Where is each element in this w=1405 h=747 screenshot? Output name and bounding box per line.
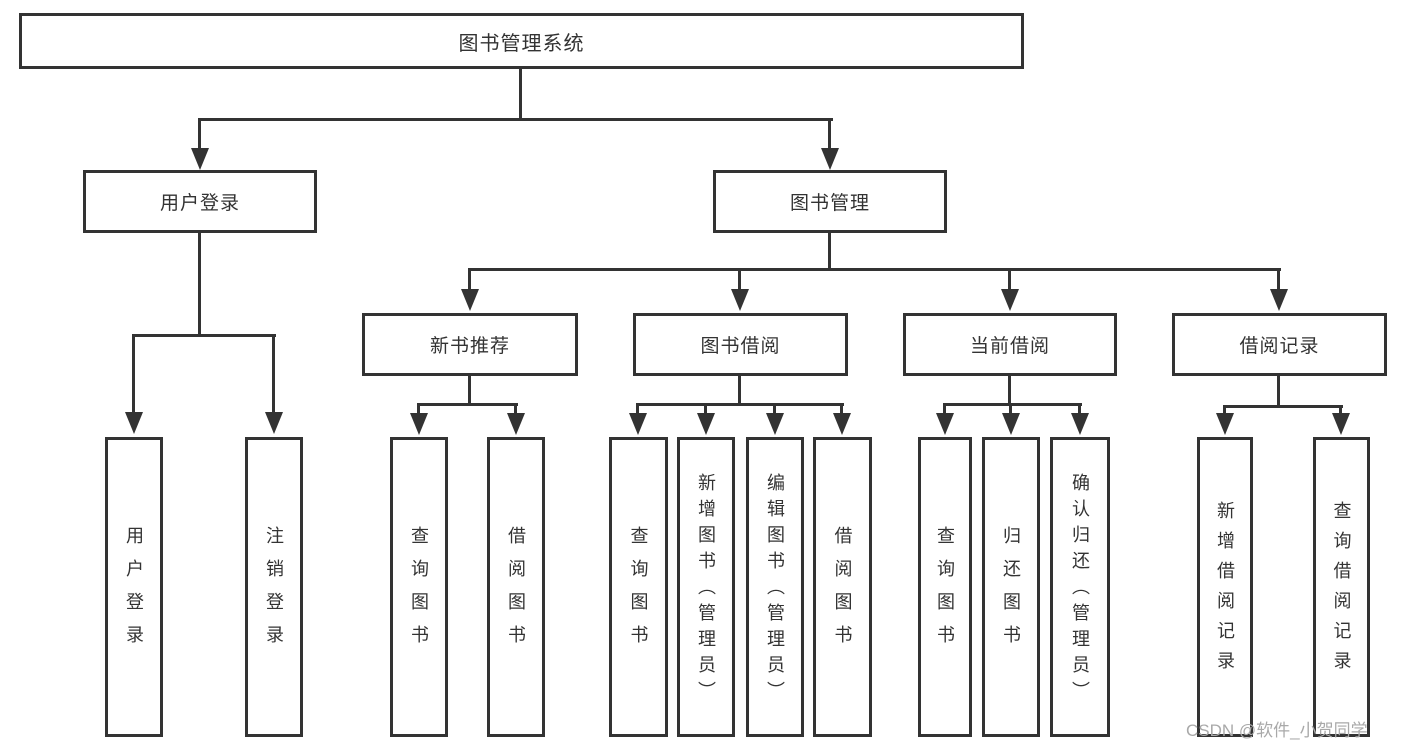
connector-line bbox=[468, 268, 1281, 271]
connector-arrowhead bbox=[697, 413, 715, 435]
connector-line bbox=[519, 69, 522, 120]
connector-line bbox=[514, 405, 517, 413]
connector-line bbox=[1223, 405, 1343, 408]
connector-line bbox=[1078, 405, 1081, 413]
leaf-recommend-query-books: 查询图书 bbox=[390, 437, 448, 737]
leaf-current-return-books-label: 归还图书 bbox=[1001, 526, 1021, 658]
connector-line bbox=[132, 334, 276, 337]
connector-arrowhead bbox=[1001, 289, 1019, 311]
connector-line bbox=[1277, 270, 1280, 289]
leaf-borrow-add-books-admin: 新增图书（管理员） bbox=[677, 437, 735, 737]
leaf-current-confirm-return-admin-label: 确认归还（管理员） bbox=[1070, 472, 1090, 707]
leaf-record-add-borrow-record: 新增借阅记录 bbox=[1197, 437, 1253, 737]
node-book-borrow: 图书借阅 bbox=[633, 313, 848, 376]
connector-arrowhead bbox=[410, 413, 428, 435]
connector-line bbox=[198, 118, 833, 121]
connector-line bbox=[943, 403, 1082, 406]
leaf-borrow-edit-books-admin-label: 编辑图书（管理员） bbox=[765, 472, 785, 707]
connector-arrowhead bbox=[1332, 413, 1350, 435]
connector-line bbox=[198, 120, 201, 148]
leaf-borrow-query-books-label: 查询图书 bbox=[628, 526, 649, 658]
node-new-book-recommend-label: 新书推荐 bbox=[429, 336, 510, 357]
connector-arrowhead bbox=[1270, 289, 1288, 311]
node-book-management-label: 图书管理 bbox=[789, 193, 870, 214]
connector-line bbox=[1009, 405, 1012, 413]
connector-line bbox=[738, 270, 741, 289]
connector-line bbox=[1339, 407, 1342, 413]
node-user-login: 用户登录 bbox=[83, 170, 317, 233]
connector-line bbox=[198, 233, 201, 336]
leaf-logout: 注销登录 bbox=[245, 437, 303, 737]
connector-arrowhead bbox=[629, 413, 647, 435]
connector-line bbox=[636, 405, 639, 413]
connector-line bbox=[132, 336, 135, 412]
leaf-borrow-edit-books-admin: 编辑图书（管理员） bbox=[746, 437, 804, 737]
connector-line bbox=[417, 403, 518, 406]
leaf-recommend-borrow-books-label: 借阅图书 bbox=[506, 526, 526, 658]
connector-line bbox=[468, 376, 471, 405]
node-borrow-record: 借阅记录 bbox=[1172, 313, 1387, 376]
connector-line bbox=[272, 336, 275, 412]
connector-line bbox=[704, 405, 707, 413]
connector-arrowhead bbox=[731, 289, 749, 311]
node-book-borrow-label: 图书借阅 bbox=[700, 336, 781, 357]
node-new-book-recommend: 新书推荐 bbox=[362, 313, 578, 376]
leaf-logout-label: 注销登录 bbox=[264, 526, 284, 658]
leaf-current-return-books: 归还图书 bbox=[982, 437, 1040, 737]
connector-arrowhead bbox=[1002, 413, 1020, 435]
connector-line bbox=[828, 233, 831, 270]
leaf-record-add-borrow-record-label: 新增借阅记录 bbox=[1215, 501, 1235, 681]
leaf-current-query-books-label: 查询图书 bbox=[935, 526, 955, 658]
node-current-borrow-label: 当前借阅 bbox=[969, 336, 1050, 357]
connector-line bbox=[1223, 407, 1226, 413]
node-book-management: 图书管理 bbox=[713, 170, 947, 233]
csdn-watermark: CSDN @软件_小贺同学 bbox=[1186, 721, 1368, 740]
node-borrow-record-label: 借阅记录 bbox=[1239, 336, 1320, 357]
connector-line bbox=[840, 405, 843, 413]
connector-arrowhead bbox=[936, 413, 954, 435]
connector-line bbox=[1008, 376, 1011, 405]
connector-line bbox=[417, 405, 420, 413]
connector-line bbox=[738, 376, 741, 405]
connector-arrowhead bbox=[461, 289, 479, 311]
connector-line bbox=[1277, 376, 1280, 407]
connector-arrowhead bbox=[1071, 413, 1089, 435]
node-root-label: 图书管理系统 bbox=[458, 32, 585, 55]
connector-arrowhead bbox=[125, 412, 143, 434]
connector-arrowhead bbox=[766, 413, 784, 435]
leaf-record-query-borrow-record-label: 查询借阅记录 bbox=[1331, 501, 1352, 681]
connector-line bbox=[1008, 270, 1011, 289]
connector-line bbox=[943, 405, 946, 413]
leaf-borrow-query-books: 查询图书 bbox=[609, 437, 668, 737]
connector-arrowhead bbox=[833, 413, 851, 435]
connector-line bbox=[468, 270, 471, 289]
connector-arrowhead bbox=[191, 148, 209, 170]
leaf-borrow-borrow-books-label: 借阅图书 bbox=[832, 526, 853, 658]
leaf-borrow-borrow-books: 借阅图书 bbox=[813, 437, 872, 737]
connector-line bbox=[828, 120, 831, 148]
connector-arrowhead bbox=[507, 413, 525, 435]
connector-line bbox=[636, 403, 844, 406]
connector-arrowhead bbox=[265, 412, 283, 434]
leaf-current-confirm-return-admin: 确认归还（管理员） bbox=[1050, 437, 1110, 737]
node-user-login-label: 用户登录 bbox=[159, 193, 240, 214]
connector-line bbox=[773, 405, 776, 413]
connector-arrowhead bbox=[1216, 413, 1234, 435]
leaf-current-query-books: 查询图书 bbox=[918, 437, 972, 737]
leaf-borrow-add-books-admin-label: 新增图书（管理员） bbox=[696, 472, 716, 707]
leaf-recommend-query-books-label: 查询图书 bbox=[409, 526, 429, 658]
leaf-user-login-label: 用户登录 bbox=[124, 526, 144, 658]
connector-arrowhead bbox=[821, 148, 839, 170]
leaf-user-login: 用户登录 bbox=[105, 437, 163, 737]
leaf-recommend-borrow-books: 借阅图书 bbox=[487, 437, 545, 737]
node-root: 图书管理系统 bbox=[19, 13, 1024, 69]
node-current-borrow: 当前借阅 bbox=[903, 313, 1117, 376]
leaf-record-query-borrow-record: 查询借阅记录 bbox=[1313, 437, 1370, 737]
